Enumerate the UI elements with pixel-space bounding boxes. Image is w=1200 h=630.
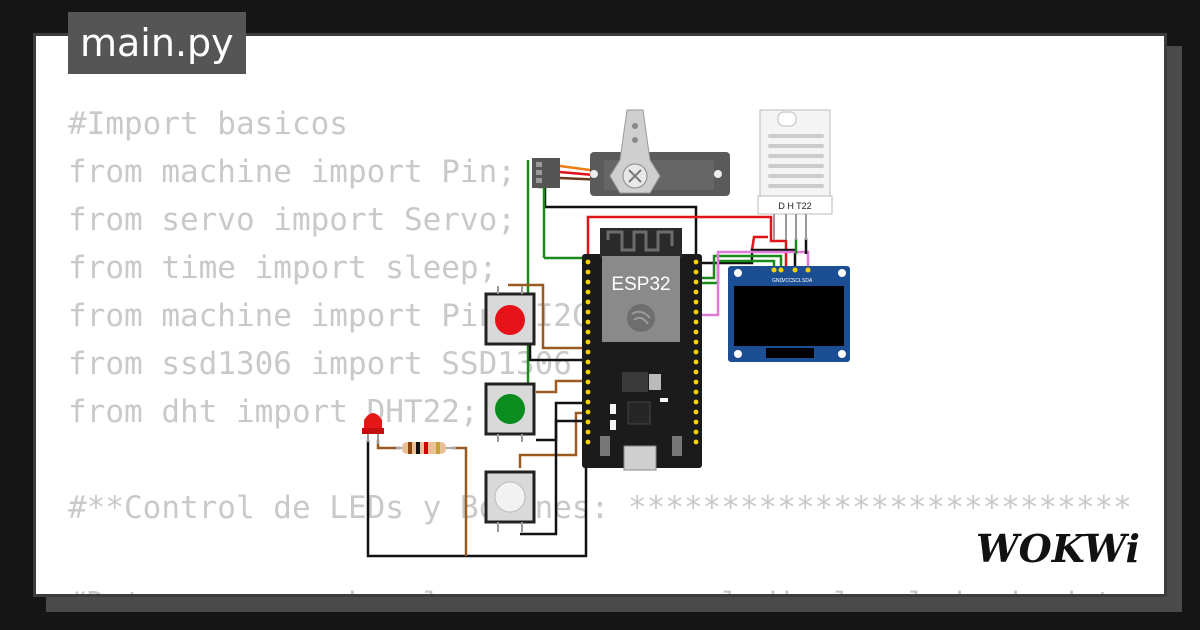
- wire-oled-scl: [700, 254, 783, 280]
- code-line: from machine import Pin;: [68, 154, 516, 190]
- resistor: [396, 442, 456, 454]
- servo-horn: [609, 109, 661, 194]
- wokwi-logo-text: WOKWi: [976, 526, 1140, 571]
- dht22-label: D H T22: [778, 201, 811, 211]
- oled-screen: [734, 286, 844, 346]
- resistor-band: [436, 442, 440, 454]
- boot-button[interactable]: [600, 436, 610, 456]
- button-cap-green[interactable]: [495, 394, 525, 424]
- esp32-pin-header-left: [585, 259, 591, 445]
- smd-component: [660, 398, 668, 402]
- oled-mount-hole: [838, 350, 846, 358]
- dht22-grille: [768, 134, 824, 188]
- esp32-pin-header-right: [693, 259, 699, 445]
- led-body: [364, 413, 382, 430]
- oled-pin: [805, 267, 811, 273]
- wire-resistor: [452, 446, 468, 556]
- oled-ribbon: [766, 348, 814, 358]
- servo-motor[interactable]: [532, 109, 730, 196]
- oled-pin-label: VCC: [782, 278, 793, 284]
- reset-button[interactable]: [672, 436, 682, 456]
- code-line: #Datos para probar los sensores y el dis…: [68, 580, 1151, 594]
- antenna-trace: [606, 230, 674, 252]
- oled-pin-label: SDA: [802, 278, 813, 284]
- pushbutton-green[interactable]: [484, 382, 536, 442]
- wire-pink: [700, 250, 810, 317]
- servo-pin: [536, 170, 542, 175]
- wires: [366, 160, 810, 558]
- dht22-sensor[interactable]: D H T22: [757, 109, 833, 240]
- oled-mount-hole: [734, 350, 742, 358]
- file-tab[interactable]: main.py: [68, 12, 246, 74]
- dht22-pins: [773, 214, 807, 240]
- oled-pin-label: GND: [772, 278, 784, 284]
- code-line: from time import sleep;: [68, 250, 498, 286]
- servo-pin: [536, 162, 542, 167]
- servo-pin: [536, 178, 542, 183]
- oled-pin: [792, 267, 798, 273]
- servo-horn-hole: [632, 137, 638, 143]
- pushbutton-red[interactable]: [484, 286, 536, 346]
- oled-pin: [771, 267, 777, 273]
- button-cap-white[interactable]: [494, 481, 526, 513]
- wire-led-gnd: [366, 425, 588, 558]
- led-red[interactable]: [362, 413, 384, 444]
- espressif-logo-mark: [631, 310, 651, 325]
- oled-mount-hole: [734, 269, 742, 277]
- wire-oled-gnd: [700, 248, 797, 268]
- wire-green: [538, 185, 546, 258]
- wokwi-logo: WOKWi: [976, 526, 1140, 571]
- wire-button-green: [536, 379, 586, 394]
- wire-button-white: [518, 411, 586, 468]
- code-line: from dht import DHT22;: [68, 394, 479, 430]
- resistor-band: [408, 442, 412, 454]
- esp32-board[interactable]: ESP32: [582, 228, 702, 471]
- dht22-mount: [777, 111, 797, 127]
- esp32-regulator: [649, 374, 661, 390]
- pushbutton-white[interactable]: [484, 470, 536, 532]
- button-cap-red[interactable]: [495, 305, 525, 335]
- smd-component: [610, 404, 616, 414]
- usb-uart-chip: [627, 401, 651, 425]
- servo-mount-hole: [714, 170, 722, 178]
- oled-pin-label: SCL: [792, 278, 802, 284]
- wire-dht-vcc: [586, 215, 788, 268]
- wire-led-anode: [376, 440, 400, 450]
- code-line: from servo import Servo;: [68, 202, 516, 238]
- code-line: #Import basicos: [68, 106, 348, 142]
- esp32-chip: [622, 372, 648, 392]
- wire-black-btn3: [520, 419, 586, 536]
- usb-port: [623, 445, 657, 471]
- resistor-band: [416, 442, 420, 454]
- resistor-band: [424, 442, 428, 454]
- wire-button-red: [508, 283, 586, 350]
- smd-component: [610, 420, 616, 430]
- esp32-label: ESP32: [611, 274, 670, 295]
- servo-horn-hole: [632, 123, 638, 129]
- oled-pin: [778, 267, 784, 273]
- servo-mount-hole: [590, 170, 598, 178]
- wire-red-oled: [750, 235, 768, 251]
- oled-display[interactable]: GND VCC SCL SDA: [728, 266, 850, 362]
- oled-mount-hole: [838, 269, 846, 277]
- led-base: [362, 428, 384, 434]
- servo-screw-icon: [628, 169, 642, 183]
